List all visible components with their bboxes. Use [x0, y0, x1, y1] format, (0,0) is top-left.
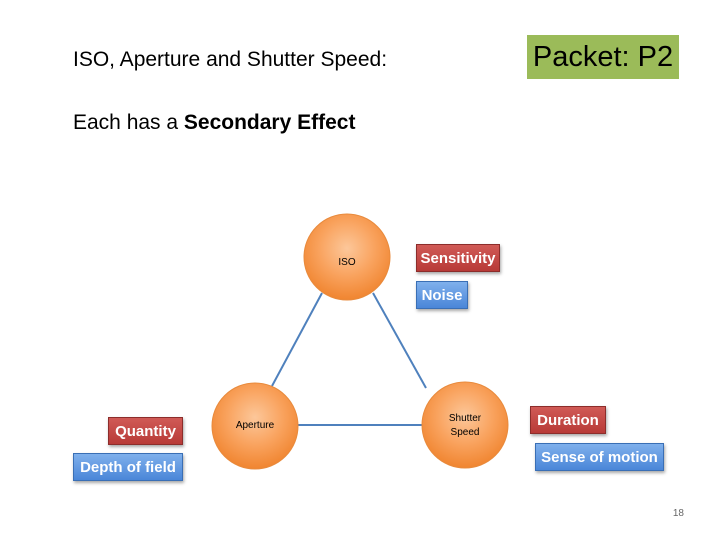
iso-node [303, 213, 391, 301]
slide-title: ISO, Aperture and Shutter Speed: [73, 48, 388, 71]
quantity-tag: Quantity [108, 417, 183, 445]
subtitle-bold: Secondary Effect [183, 111, 356, 134]
sense-of-motion-tag: Sense of motion [535, 443, 664, 471]
aperture-node [211, 382, 299, 470]
slide-subtitle: Each has a Secondary Effect [73, 109, 355, 137]
iso-node-label: ISO [338, 257, 356, 268]
shutter-label-line1: Shutter [448, 413, 482, 424]
connector-iso-shutter [372, 292, 427, 389]
subtitle-prefix: Each has a [73, 111, 184, 134]
sensitivity-tag: Sensitivity [416, 244, 500, 272]
shutter-label-line2: Speed [450, 427, 480, 438]
depth-of-field-tag: Depth of field [73, 453, 183, 481]
shutter-speed-node-label: Shutter Speed [425, 412, 505, 440]
connector-lines [271, 292, 427, 426]
packet-badge: Packet: P2 [527, 35, 679, 79]
page-number: 18 [672, 508, 684, 519]
duration-tag: Duration [530, 406, 606, 434]
aperture-node-label: Aperture [235, 420, 275, 431]
connector-iso-aperture [271, 292, 323, 387]
noise-tag: Noise [416, 281, 468, 309]
shutter-speed-node [421, 381, 509, 469]
